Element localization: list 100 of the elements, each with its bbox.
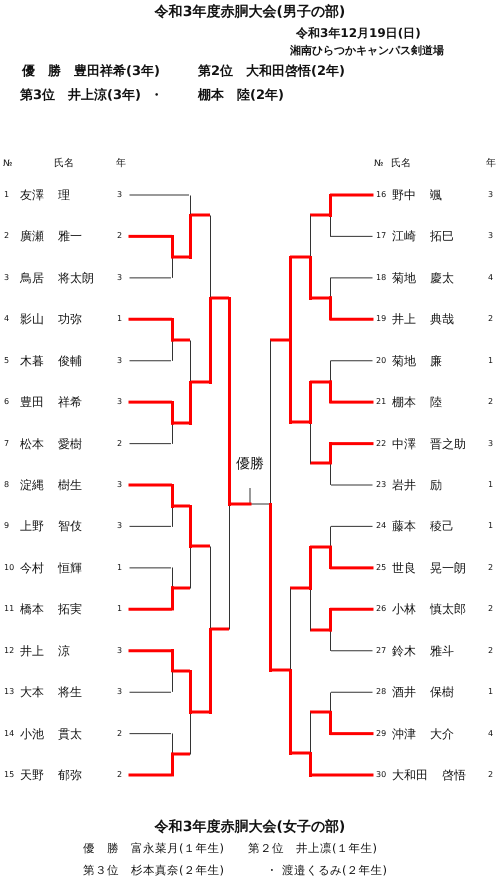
bracket-line: [130, 443, 171, 444]
surname: 中澤: [392, 438, 416, 450]
champion-label: 優勝: [236, 457, 264, 471]
surname: 藤本: [392, 520, 416, 532]
entry-number: 2: [4, 232, 10, 240]
given-name: 拓実: [58, 603, 82, 616]
third-place-result: 渡邉くるみ(２年生): [282, 865, 387, 876]
surname: 廣瀬: [20, 230, 44, 242]
section-title: 令和3年度赤胴大会(女子の部): [154, 820, 346, 834]
bracket-line: [172, 670, 190, 672]
given-name: 颯: [430, 189, 442, 201]
bracket-line: [310, 546, 330, 548]
bracket-line: [128, 400, 172, 404]
surname: 沖津: [392, 728, 416, 740]
bracket-line: [330, 400, 374, 404]
surname: 江崎: [392, 230, 416, 242]
bracket-line: [290, 752, 310, 754]
bracket-line: [290, 256, 310, 258]
surname: 世良: [392, 562, 416, 574]
surname: 菊地: [392, 272, 416, 284]
bracket-line: [172, 256, 190, 258]
given-name: 将生: [58, 686, 82, 698]
third-place-result: 棚本 陸(2年): [198, 89, 284, 102]
grade: 2: [488, 646, 494, 655]
bracket-line: [330, 318, 374, 321]
given-name: 樹生: [58, 479, 82, 491]
bracket-bar: [188, 504, 192, 590]
surname: 今村: [20, 562, 44, 574]
surname: 木暮: [20, 354, 44, 367]
grade: 1: [117, 605, 122, 614]
grade: 3: [117, 646, 122, 655]
given-name: 慶太: [430, 272, 454, 284]
bracket-bar: [328, 524, 332, 570]
grade: 2: [488, 564, 494, 572]
entry-number: 24: [376, 522, 386, 530]
event-title: 令和3年度赤胴大会(男子の部): [154, 5, 346, 19]
bracket-bar: [188, 338, 192, 424]
given-name: 恒輝: [58, 562, 82, 574]
surname: 野中: [392, 189, 416, 201]
surname: 橋本: [20, 603, 44, 616]
bracket-line: [130, 360, 171, 362]
given-name: 拓巳: [430, 230, 454, 242]
entry-number: 25: [376, 564, 386, 572]
surname: 鳥居: [20, 272, 44, 284]
bracket-bar: [170, 566, 174, 611]
given-name: 俊輔: [58, 354, 82, 367]
bracket-line: [130, 733, 171, 734]
entry-number: 27: [376, 646, 386, 655]
grade: 3: [117, 398, 122, 406]
bracket-bar: [170, 234, 174, 280]
bracket-bar: [208, 544, 212, 714]
given-name: 励: [430, 479, 442, 491]
venue: 湘南ひらつかキャンパス剣道場: [290, 45, 444, 56]
bracket-line: [331, 650, 372, 652]
bracket-bar: [308, 380, 312, 464]
grade: 1: [117, 564, 122, 572]
bracket-line: [330, 566, 374, 570]
entry-number: 18: [376, 274, 386, 282]
bracket-bar: [288, 256, 292, 424]
given-name: 典哉: [430, 313, 454, 326]
bracket-bar: [308, 546, 312, 632]
entry-number: 29: [376, 730, 386, 738]
bracket-bar: [170, 649, 174, 694]
bracket-bar: [170, 732, 174, 776]
entry-number: 11: [4, 605, 14, 614]
grade: 2: [488, 315, 494, 324]
grade: 3: [488, 440, 494, 448]
entry-number: 28: [376, 688, 386, 696]
bracket-line: [130, 194, 189, 196]
bracket-line: [330, 442, 374, 446]
grade: 3: [488, 191, 494, 199]
bracket-bar: [170, 400, 174, 446]
column-header: 年: [486, 159, 496, 169]
bracket-line: [128, 649, 172, 652]
entry-number: 5: [4, 356, 10, 365]
bracket-line: [130, 526, 171, 527]
surname: 鈴木: [392, 644, 416, 657]
bracket-bar: [170, 484, 174, 528]
bracket-line: [270, 338, 290, 342]
given-name: 祥希: [58, 396, 82, 408]
bracket-line: [331, 484, 372, 486]
given-name: 晋之助: [430, 438, 466, 450]
grade: 3: [117, 481, 122, 489]
bracket-line: [210, 628, 229, 630]
bracket-line: [128, 318, 172, 321]
bracket-line: [130, 277, 171, 278]
bracket-line: [310, 296, 330, 300]
bracket-line: [190, 380, 210, 384]
bracket-line: [290, 420, 310, 424]
bracket-line: [330, 194, 374, 196]
bracket-line: [172, 752, 190, 756]
entry-number: 20: [376, 356, 386, 365]
bracket-line: [128, 774, 172, 776]
grade: 2: [488, 398, 494, 406]
grade: 1: [488, 522, 494, 530]
grade: 3: [488, 232, 494, 240]
grade: 3: [117, 688, 122, 696]
given-name: 智伎: [58, 520, 82, 532]
bracket-line: [130, 567, 171, 568]
bracket-bar: [188, 670, 192, 756]
